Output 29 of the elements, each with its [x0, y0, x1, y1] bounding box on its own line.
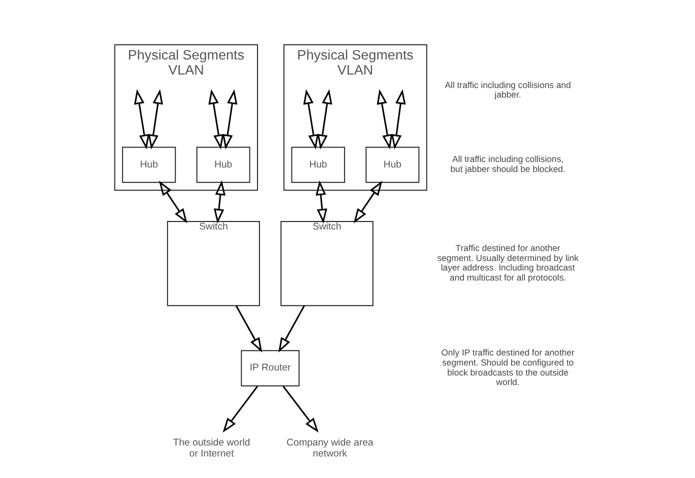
label: Only IP traffic destined for another segment. Should be configured to block broadcasts to the outside world.	[441, 348, 574, 388]
arrow	[278, 305, 305, 353]
node-box: Hub	[196, 146, 250, 183]
label: All traffic including collisions and jabber.	[444, 80, 571, 100]
arrow	[317, 89, 332, 150]
arrow	[391, 89, 406, 150]
arrow	[303, 89, 319, 150]
arrow	[354, 180, 382, 224]
label: Traffic destined for another segment. Usually determined by link layer address. Including broadcast and multicast for all protocols.	[437, 243, 579, 282]
node-text: The outside world or Internet	[173, 438, 250, 460]
node-box: Hub	[122, 146, 176, 183]
node-box: IP Router	[240, 350, 300, 386]
arrow	[282, 386, 319, 433]
node-box: Switch	[167, 221, 260, 306]
arrow	[222, 89, 238, 150]
arrow	[236, 305, 262, 353]
arrow	[316, 180, 328, 224]
label: All traffic including collisions, but jabber should be blocked.	[450, 154, 566, 174]
arrow	[208, 89, 224, 150]
arrow	[222, 386, 258, 433]
node-box: Hub	[291, 146, 346, 183]
node-box: Hub	[366, 146, 420, 183]
arrow	[134, 89, 150, 150]
arrow	[148, 89, 164, 150]
arrow	[376, 89, 393, 150]
node-box: Switch	[280, 221, 374, 306]
arrow	[214, 180, 226, 224]
arrow	[158, 180, 188, 224]
node-text: Company wide area network	[286, 438, 374, 460]
